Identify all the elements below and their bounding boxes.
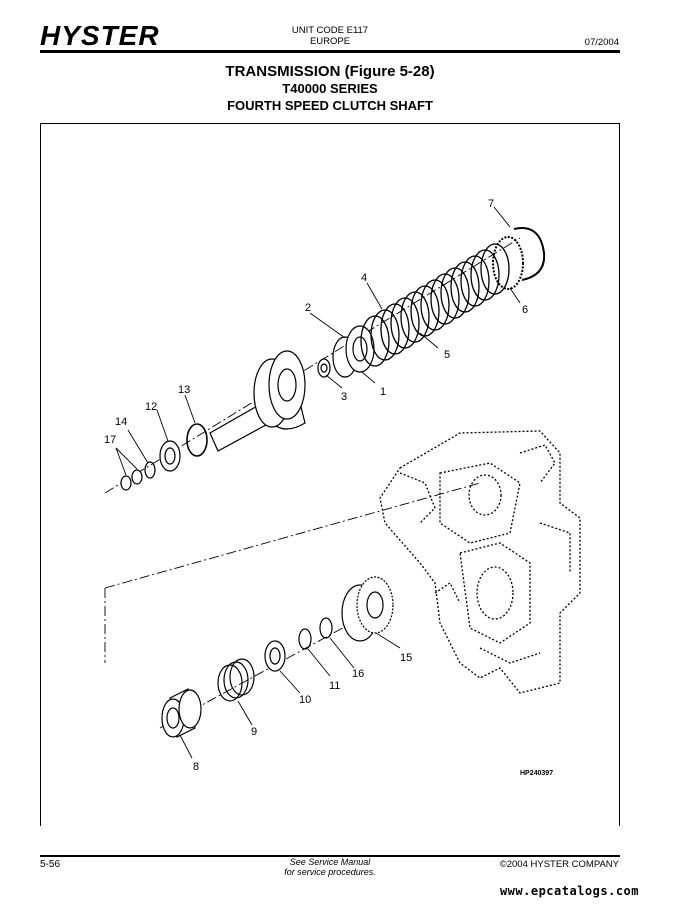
clutch-plates (360, 227, 546, 367)
callout-15: 15 (400, 652, 412, 664)
figure-id: HP240397 (520, 770, 553, 777)
callout-5: 5 (444, 349, 450, 361)
callout-1: 1 (380, 386, 386, 398)
header-date: 07/2004 (584, 37, 619, 48)
callout-7: 7 (488, 198, 494, 210)
note-line-1: See Service Manual (289, 857, 371, 867)
exploded-view-figure: 2 1 3 4 5 6 7 8 9 10 11 12 13 14 15 16 1… (104, 198, 581, 777)
title-line-3: FOURTH SPEED CLUTCH SHAFT (227, 98, 433, 113)
lower-axis-parts (161, 576, 394, 738)
callout-17: 17 (104, 434, 116, 446)
hyster-logo-text: HYSTER (40, 20, 160, 50)
callout-6: 6 (522, 304, 528, 316)
title-line-2: T40000 SERIES (282, 81, 378, 96)
upper-axis-parts (120, 325, 375, 491)
leader-lines (115, 206, 521, 759)
callout-2: 2 (305, 302, 311, 314)
callout-13: 13 (178, 384, 190, 396)
callout-10: 10 (299, 694, 311, 706)
callout-11: 11 (329, 680, 340, 692)
callout-14: 14 (115, 416, 127, 428)
page-number: 5-56 (40, 859, 61, 870)
copyright: ©2004 HYSTER COMPANY (499, 859, 619, 870)
service-manual-note: See Service Manual for service procedure… (240, 857, 420, 877)
callout-12: 12 (145, 401, 157, 413)
header-rule (40, 50, 620, 53)
page-title: TRANSMISSION (Figure 5-28) T40000 SERIES… (40, 63, 620, 114)
callout-4: 4 (361, 272, 367, 284)
callout-8: 8 (193, 761, 199, 773)
figure-frame (40, 123, 620, 826)
callout-9: 9 (251, 726, 257, 738)
region-line: EUROPE (309, 36, 351, 47)
unit-code: UNIT CODE E117 EUROPE (250, 25, 410, 47)
hyster-logo: HYSTER (40, 20, 160, 50)
note-line-2: for service procedures. (284, 867, 376, 877)
website-watermark: www.epcatalogs.com (499, 884, 639, 898)
unit-code-line: UNIT CODE E117 (291, 25, 369, 36)
callout-3: 3 (341, 391, 347, 403)
footer-rule (40, 855, 620, 857)
callout-16: 16 (352, 668, 364, 680)
transmission-housing (379, 430, 581, 694)
title-line-1: TRANSMISSION (Figure 5-28) (225, 63, 435, 80)
